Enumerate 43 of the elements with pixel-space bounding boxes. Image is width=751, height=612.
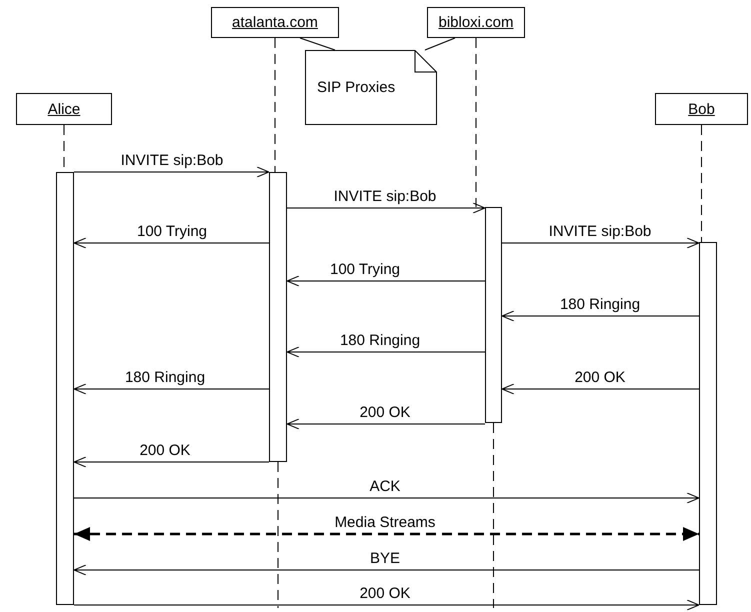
participant-box: bibloxi.com xyxy=(427,7,525,38)
message-arrow xyxy=(286,276,486,286)
activation-bar xyxy=(485,207,502,423)
message-arrow xyxy=(74,456,270,468)
message-arrow xyxy=(502,310,700,322)
message-arrow xyxy=(286,418,486,430)
message-label: 180 Ringing xyxy=(124,368,206,386)
message-arrow xyxy=(74,492,700,504)
lifeline xyxy=(274,38,276,172)
lifeline xyxy=(493,422,494,608)
message-label: 200 OK xyxy=(360,404,410,421)
message-label: 100 Trying xyxy=(330,260,400,278)
message-arrow xyxy=(74,564,700,576)
message-arrow xyxy=(286,202,486,214)
message-label: INVITE sip:Bob xyxy=(334,188,436,205)
message-arrow xyxy=(502,384,700,394)
message-label: 200 OK xyxy=(360,584,410,602)
message-label: 100 Trying xyxy=(136,222,208,240)
message-label: 180 Ringing xyxy=(340,332,420,349)
message-arrow xyxy=(74,527,699,541)
participant-box: Bob xyxy=(655,93,748,125)
message-arrow xyxy=(74,600,700,610)
note-text: SIP Proxies xyxy=(317,79,396,96)
note-connector xyxy=(424,38,456,50)
message-arrow xyxy=(286,346,486,358)
message-label: 200 OK xyxy=(140,442,190,459)
activation-bar xyxy=(269,172,287,462)
message-arrow xyxy=(502,238,700,248)
message-label: INVITE sip:Bob xyxy=(548,222,652,240)
message-arrow xyxy=(74,384,270,394)
message-arrow xyxy=(74,166,270,178)
activation-bar xyxy=(699,242,717,605)
participant-box: Alice xyxy=(16,93,112,125)
message-label: INVITE sip:Bob xyxy=(120,152,224,169)
message-label: Media Streams xyxy=(334,514,436,531)
message-label: BYE xyxy=(370,550,400,567)
message-label: 200 OK xyxy=(574,368,626,386)
lifeline xyxy=(701,124,702,242)
message-label: ACK xyxy=(370,478,400,495)
activation-bar xyxy=(56,172,74,605)
participant-box: atalanta.com xyxy=(211,7,339,38)
message-arrow xyxy=(74,238,270,248)
message-label: 180 Ringing xyxy=(560,296,640,313)
